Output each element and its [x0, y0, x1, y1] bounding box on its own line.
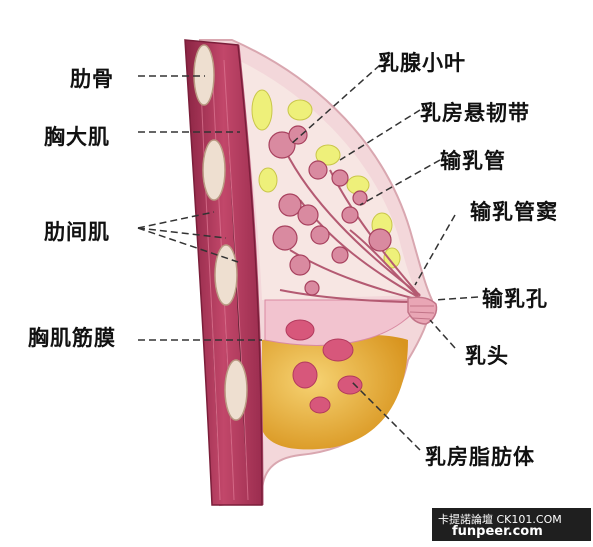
- label-duct-pore: 输乳孔: [482, 287, 548, 311]
- label-nipple: 乳头: [465, 344, 509, 368]
- nipple: [407, 296, 438, 325]
- lower-fat-body: [262, 334, 408, 450]
- label-lactiferous-sinus: 输乳管窦: [470, 200, 558, 224]
- watermark-box: [432, 508, 591, 541]
- ribs: [193, 44, 248, 421]
- watermark-line1: 卡提諾論壇 CK101.COM: [438, 513, 562, 526]
- label-pectoralis-major: 胸大肌: [44, 125, 110, 149]
- nipple-detail: [409, 305, 435, 320]
- leader-lines: [137, 64, 479, 451]
- label-intercostal-muscle: 肋间肌: [44, 220, 110, 244]
- label-lactiferous-duct: 输乳管: [440, 149, 506, 173]
- label-fat-body: 乳房脂肪体: [425, 445, 535, 469]
- label-rib: 肋骨: [70, 67, 114, 91]
- label-suspensory-ligament: 乳房悬韧带: [420, 101, 530, 125]
- mammary-lobules: [268, 125, 392, 296]
- label-pectoral-fascia: 胸肌筋膜: [28, 326, 116, 350]
- lower-lobules: [285, 319, 363, 414]
- watermark-line2: funpeer.com: [452, 524, 543, 539]
- label-mammary-lobule: 乳腺小叶: [378, 51, 466, 75]
